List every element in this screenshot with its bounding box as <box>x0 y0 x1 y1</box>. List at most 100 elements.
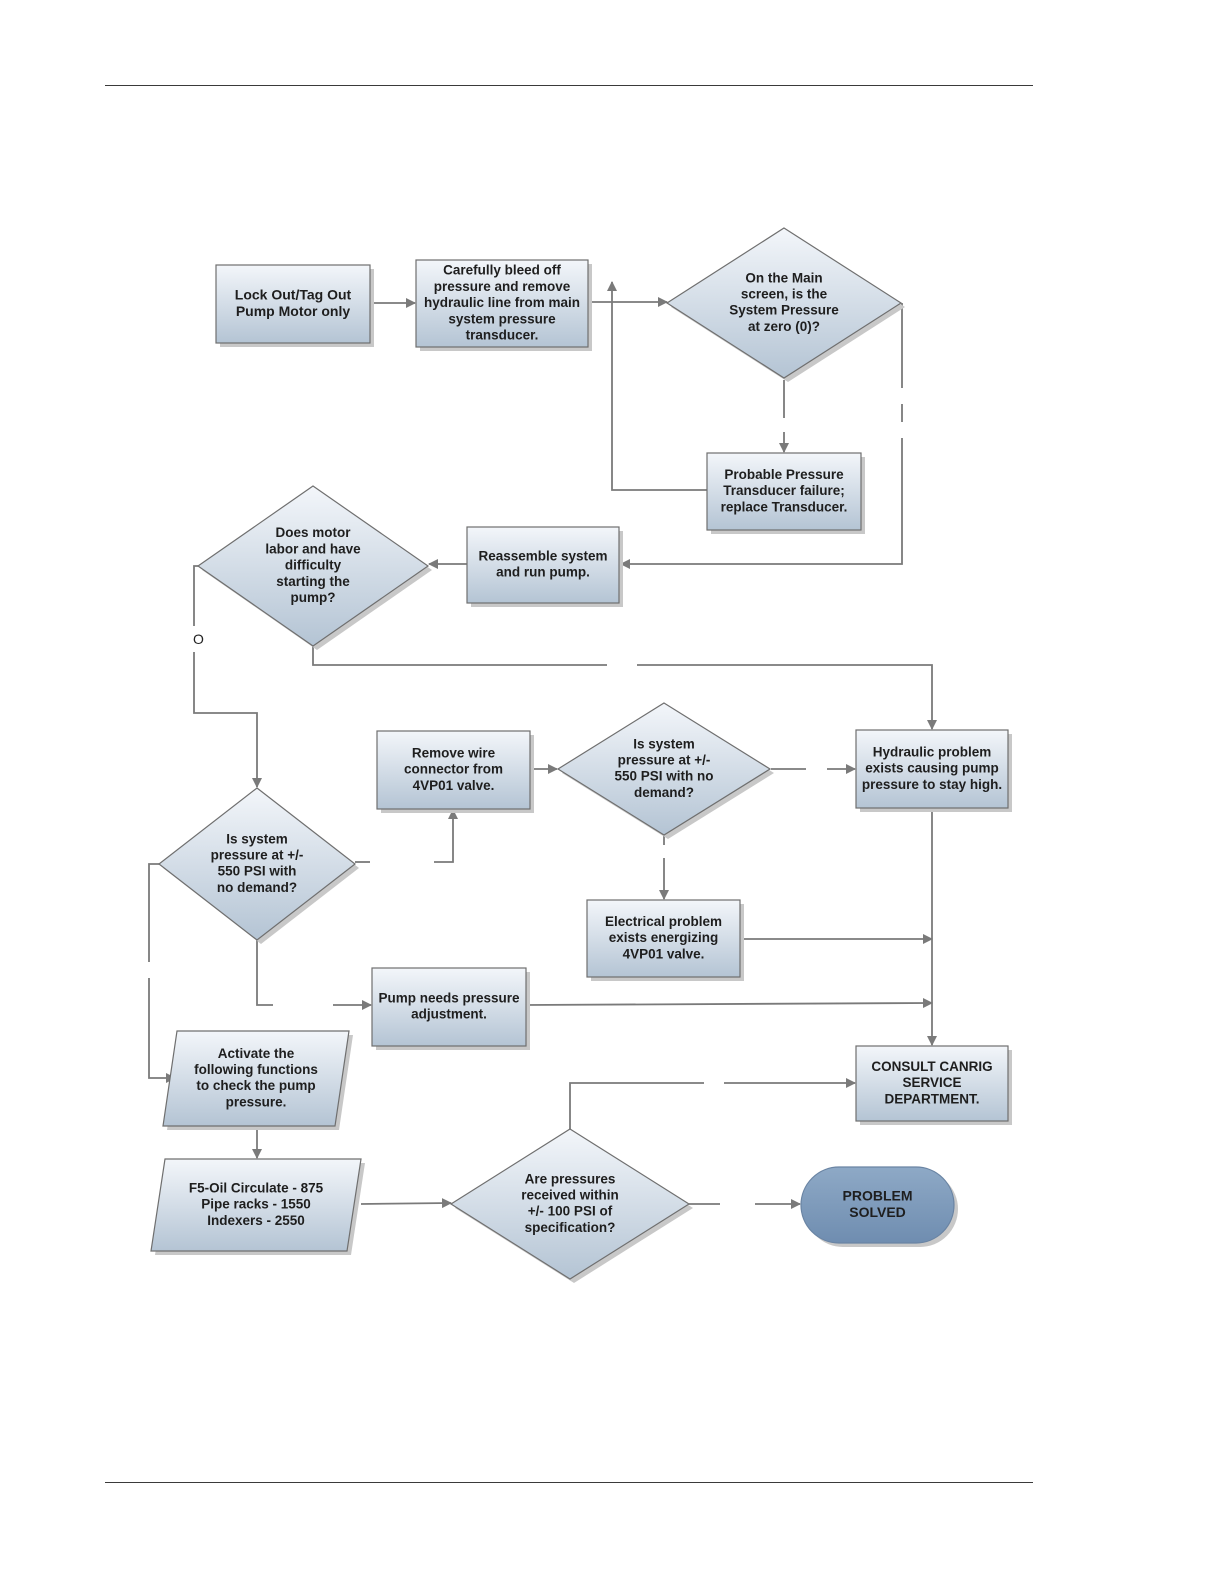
connector-9 <box>193 565 198 626</box>
node-text-line: connector from <box>404 762 503 777</box>
connector-11 <box>312 646 607 666</box>
node-text-line: following functions <box>194 1062 318 1077</box>
node-text-line: pump? <box>291 590 336 605</box>
node-text-line: pressure and remove <box>434 279 571 294</box>
node-text-line: 550 PSI with <box>218 864 297 879</box>
connector-lines <box>148 281 937 1209</box>
process-box <box>586 899 741 978</box>
node-text-line: Remove wire <box>412 745 496 760</box>
header-rule <box>105 85 1033 86</box>
node-text-line: Carefully bleed off <box>443 263 561 278</box>
node-text-line: starting the <box>276 574 350 589</box>
node-text-line: specification? <box>525 1220 616 1235</box>
process-box <box>855 1045 1009 1122</box>
node-text-line: pressure to stay high. <box>862 777 1002 792</box>
connector-31 <box>569 1082 704 1129</box>
node-text-line: Electrical problem <box>605 914 722 929</box>
node-text-line: PROBLEM <box>843 1187 913 1203</box>
decision-diamond <box>556 702 772 836</box>
decision-diamond <box>158 787 356 941</box>
decision-diamond <box>196 485 430 647</box>
node-text-line: +/- 100 PSI of <box>528 1204 613 1219</box>
node-text-line: system pressure <box>448 311 556 326</box>
node-text-line: difficulty <box>285 558 342 573</box>
node-text-line: hydraulic line from main <box>424 295 580 310</box>
connector-23 <box>256 940 273 1006</box>
node-text-line: exists causing pump <box>865 761 999 776</box>
node-text-line: replace Transducer. <box>721 499 848 514</box>
process-box <box>376 730 531 810</box>
node-text-line: adjustment. <box>411 1007 487 1022</box>
node-text-line: Reassemble system <box>478 548 607 563</box>
node-text-line: pressure. <box>226 1094 287 1109</box>
stray-label: O <box>193 631 204 647</box>
node-text-line: demand? <box>634 785 694 800</box>
connector-22 <box>525 998 933 1009</box>
connector-26 <box>148 978 176 1083</box>
connector-28 <box>360 1198 452 1209</box>
process-box <box>855 729 1009 809</box>
node-text-line: F5-Oil Circulate - 875 <box>189 1180 324 1195</box>
node-text-line: Probable Pressure <box>724 467 844 482</box>
process-box <box>706 452 862 531</box>
connector-25 <box>148 863 159 962</box>
node-text-line: 550 PSI with no <box>614 769 713 784</box>
node-text-line: labor and have <box>265 541 361 556</box>
node-text-line: System Pressure <box>729 303 839 318</box>
process-box <box>215 264 371 344</box>
node-text-line: transducer. <box>466 327 539 342</box>
decision-diamond <box>449 1128 691 1280</box>
process-box <box>466 526 620 604</box>
node-text-line: Pipe racks - 1550 <box>201 1197 311 1212</box>
node-text-line: Transducer failure; <box>723 483 845 498</box>
node-text-line: Is system <box>226 831 288 846</box>
node-text-line: CONSULT CANRIG <box>871 1059 992 1074</box>
node-text-line: 4VP01 valve. <box>623 946 705 961</box>
node-text-line: Lock Out/Tag Out <box>235 286 352 302</box>
node-text-line: at zero (0)? <box>748 319 820 334</box>
connector-12 <box>637 664 937 730</box>
node-pump-adjust: Pump needs pressure adjustment. <box>371 967 530 1050</box>
footer-rule <box>105 1482 1033 1483</box>
node-text-line: Is system <box>633 736 695 751</box>
io-parallelogram <box>150 1158 362 1252</box>
node-text-line: Indexers - 2550 <box>207 1213 305 1228</box>
node-text-line: On the Main <box>745 270 822 285</box>
connector-4 <box>607 281 707 491</box>
node-text-line: Pump needs pressure <box>378 990 520 1005</box>
node-text-line: and run pump. <box>496 565 590 580</box>
node-text-line: received within <box>521 1187 619 1202</box>
io-parallelogram <box>162 1030 350 1127</box>
node-text-line: Activate the <box>218 1046 295 1061</box>
node-text-line: pressure at +/- <box>211 847 304 862</box>
node-text-line: SOLVED <box>849 1204 906 1220</box>
connector-10 <box>193 652 262 788</box>
process-box <box>415 259 589 348</box>
node-text-line: 4VP01 valve. <box>413 778 495 793</box>
connector-7 <box>620 438 903 569</box>
node-text-line: pressure at +/- <box>618 752 711 767</box>
process-box <box>371 967 527 1047</box>
node-text-line: DEPARTMENT. <box>884 1091 979 1106</box>
node-text-line: SERVICE <box>902 1075 961 1090</box>
node-text-line: Does motor <box>275 525 351 540</box>
node-text-line: screen, is the <box>741 286 828 301</box>
node-text-line: to check the pump <box>196 1078 315 1093</box>
node-text-line: exists energizing <box>609 930 719 945</box>
